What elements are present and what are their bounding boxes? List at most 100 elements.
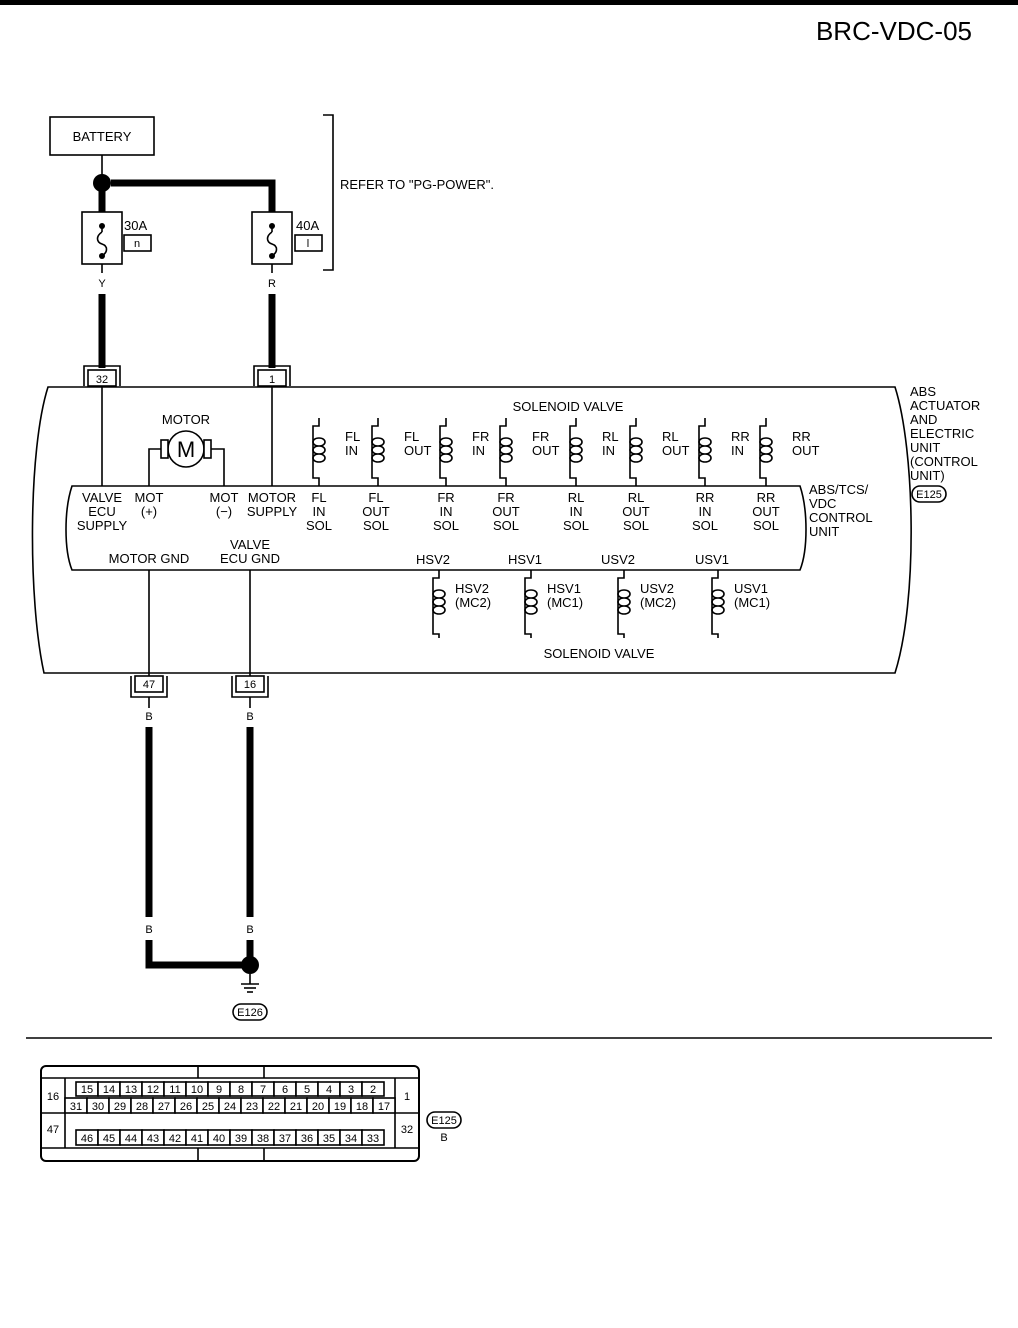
page-id: BRC-VDC-05 — [816, 16, 972, 46]
connector-pin: 45 — [97, 1129, 121, 1146]
connector-id: E125 — [431, 1115, 457, 1127]
svg-text:OUT: OUT — [792, 443, 820, 458]
svg-text:FL: FL — [404, 429, 419, 444]
connector-pin: 7 — [251, 1081, 275, 1097]
svg-text:SOL: SOL — [623, 518, 649, 533]
wire-color: B — [145, 711, 152, 723]
connector-pin: 42 — [163, 1129, 187, 1146]
svg-text:3: 3 — [348, 1084, 354, 1096]
lower-terminal-motor-gnd: MOTOR GND — [109, 551, 190, 566]
svg-text:(MC2): (MC2) — [455, 595, 491, 610]
solenoid-valve-bottom-label: SOLENOID VALVE — [544, 646, 655, 661]
svg-text:RL: RL — [568, 490, 585, 505]
svg-text:(+): (+) — [141, 504, 157, 519]
svg-text:SUPPLY: SUPPLY — [247, 504, 298, 519]
svg-text:35: 35 — [323, 1133, 335, 1145]
svg-text:FR: FR — [472, 429, 489, 444]
svg-text:MOTOR: MOTOR — [248, 490, 296, 505]
svg-text:OUT: OUT — [492, 504, 520, 519]
bottom-valves: HSV2HSV2(MC2)HSV1HSV1(MC1)USV2USV2(MC2)U… — [416, 552, 770, 638]
fuse-code: l — [307, 238, 309, 250]
svg-text:UNIT: UNIT — [809, 524, 839, 539]
connector-pin: 6 — [273, 1081, 297, 1097]
svg-text:40: 40 — [213, 1133, 225, 1145]
svg-text:33: 33 — [367, 1133, 379, 1145]
connector-pin: 17 — [372, 1097, 396, 1114]
svg-text:20: 20 — [312, 1101, 324, 1113]
svg-text:4: 4 — [326, 1084, 332, 1096]
connector-pin: 20 — [306, 1097, 330, 1114]
svg-text:SOL: SOL — [433, 518, 459, 533]
connector-pin: 9 — [207, 1081, 231, 1097]
refer-bracket — [323, 114, 334, 271]
svg-text:FR: FR — [497, 490, 514, 505]
wire-color: B — [246, 711, 253, 723]
svg-text:39: 39 — [235, 1133, 247, 1145]
svg-text:28: 28 — [136, 1101, 148, 1113]
connector-pin: 3 — [339, 1081, 363, 1097]
terminal-label: MOT(−) — [210, 490, 239, 519]
wire-color: R — [268, 278, 276, 290]
svg-text:SOL: SOL — [692, 518, 718, 533]
svg-text:IN: IN — [472, 443, 485, 458]
svg-text:37: 37 — [279, 1133, 291, 1145]
svg-text:HSV2: HSV2 — [455, 581, 489, 596]
svg-text:IN: IN — [313, 504, 326, 519]
connector-pin: 24 — [218, 1097, 242, 1114]
svg-text:(−): (−) — [216, 504, 232, 519]
svg-text:SOL: SOL — [363, 518, 389, 533]
svg-text:MOTOR GND: MOTOR GND — [109, 551, 190, 566]
solenoid-valve-top-label: SOLENOID VALVE — [513, 399, 624, 414]
svg-text:18: 18 — [356, 1101, 368, 1113]
svg-text:ECU: ECU — [88, 504, 115, 519]
svg-text:OUT: OUT — [662, 443, 690, 458]
top-rule — [0, 0, 1018, 5]
control-unit-box — [65, 485, 807, 571]
connector-pin: 29 — [108, 1097, 132, 1114]
svg-text:30: 30 — [92, 1101, 104, 1113]
connector-pin: 44 — [119, 1129, 143, 1146]
connector-pin: 37 — [273, 1129, 297, 1146]
pin-number: 32 — [96, 374, 108, 386]
connector-pin: 40 — [207, 1129, 231, 1146]
ground-connector-id: E126 — [237, 1007, 263, 1019]
pin-number: 47 — [143, 679, 155, 691]
fuse-40a: 40A l R — [251, 211, 323, 368]
motor: MOTOR M — [148, 412, 225, 486]
pin-number: 1 — [269, 374, 275, 386]
connector-pin: 35 — [317, 1129, 341, 1146]
svg-text:46: 46 — [81, 1133, 93, 1145]
connector-pin: 46 — [75, 1129, 99, 1146]
svg-text:21: 21 — [290, 1101, 302, 1113]
svg-text:1: 1 — [404, 1091, 410, 1103]
wire-color: B — [145, 924, 152, 936]
svg-text:25: 25 — [202, 1101, 214, 1113]
svg-text:USV1: USV1 — [734, 581, 768, 596]
svg-text:13: 13 — [125, 1084, 137, 1096]
svg-text:AND: AND — [910, 412, 937, 427]
svg-text:HSV2: HSV2 — [416, 552, 450, 567]
pin-connector: 32 — [83, 365, 121, 387]
battery-label: BATTERY — [73, 129, 132, 144]
svg-text:HSV1: HSV1 — [547, 581, 581, 596]
wire-color: Y — [98, 278, 106, 290]
terminal-label: MOT(+) — [135, 490, 164, 519]
svg-text:27: 27 — [158, 1101, 170, 1113]
svg-text:UNIT): UNIT) — [910, 468, 945, 483]
fuse-rating: 30A — [124, 218, 147, 233]
svg-text:ABS: ABS — [910, 384, 936, 399]
connector-pin: 8 — [229, 1081, 253, 1097]
svg-text:45: 45 — [103, 1133, 115, 1145]
fuse-30a: 30A n Y — [81, 190, 152, 368]
svg-text:HSV1: HSV1 — [508, 552, 542, 567]
svg-text:SOL: SOL — [493, 518, 519, 533]
